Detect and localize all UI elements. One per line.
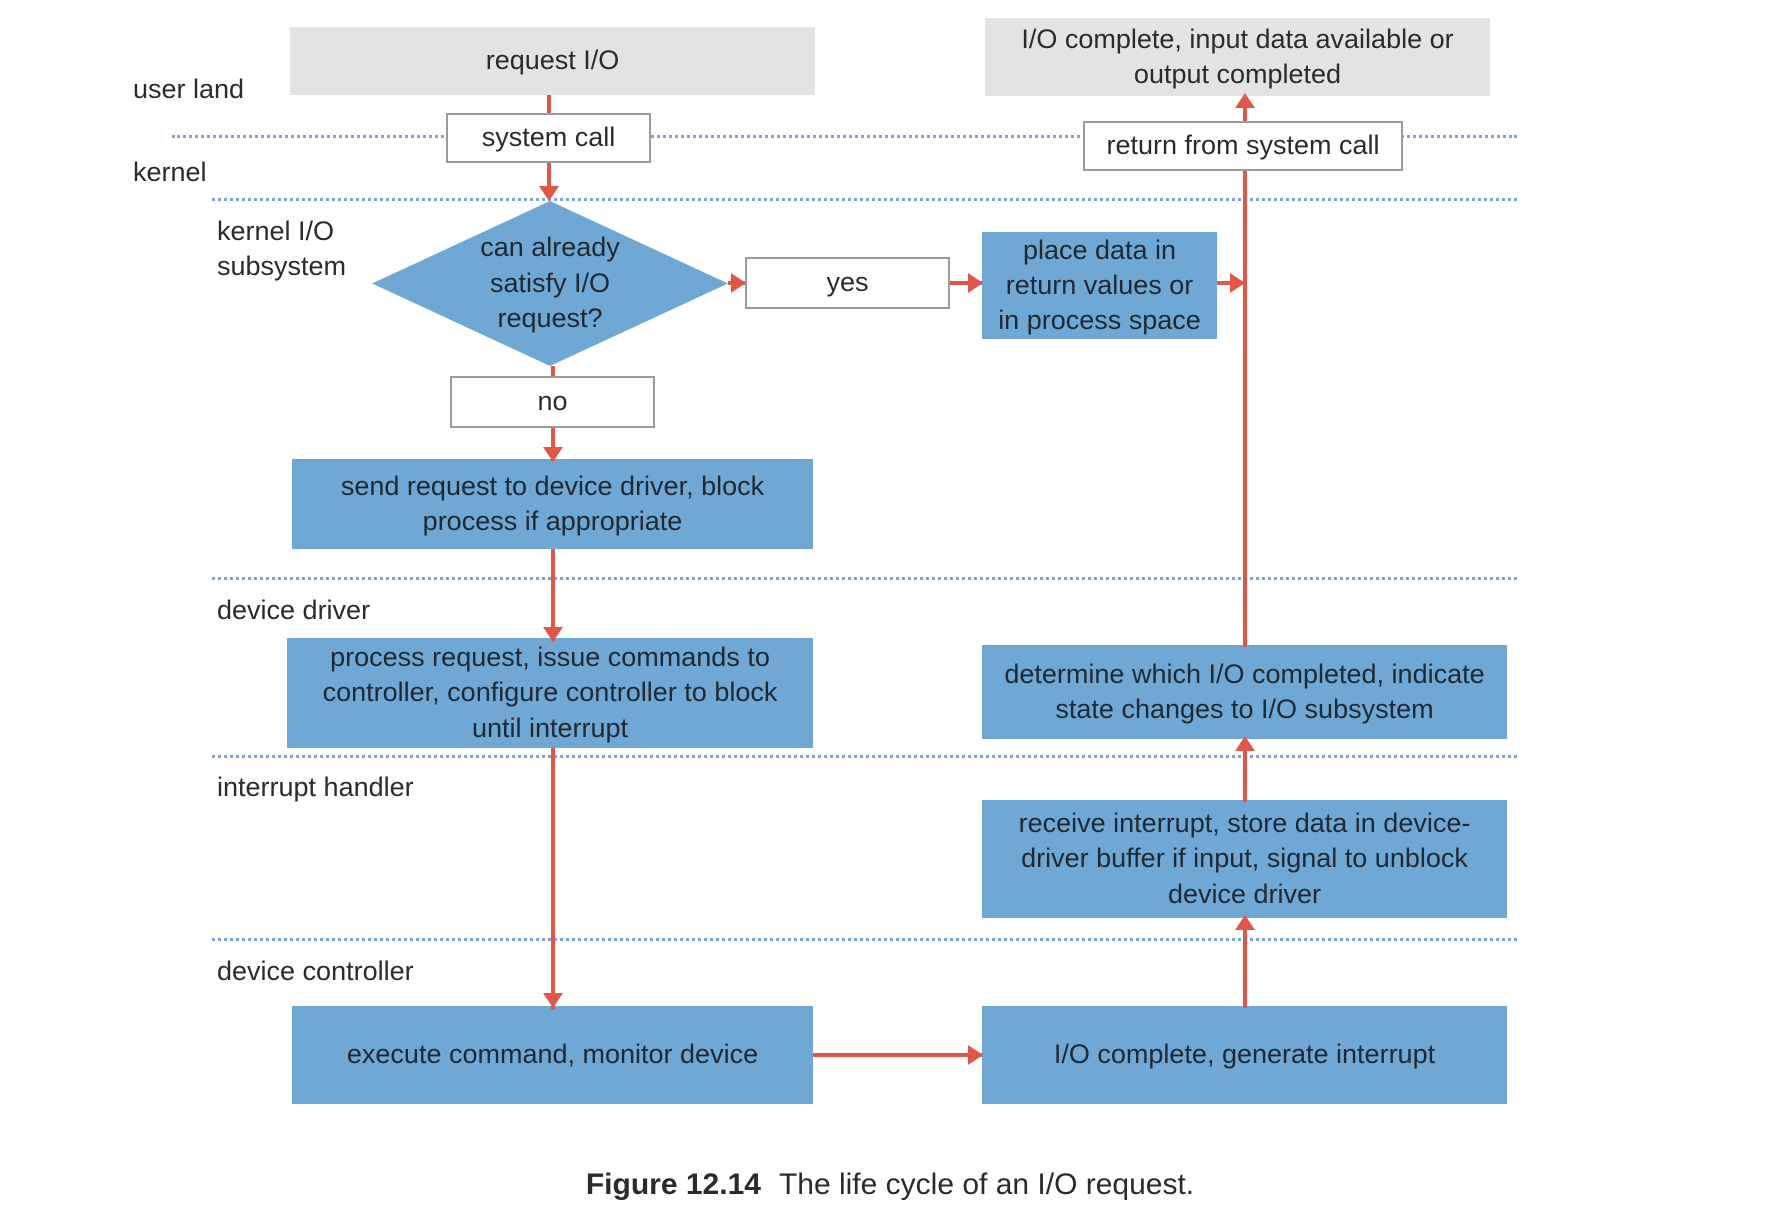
layer-label-device-driver: device driver xyxy=(217,595,371,625)
layer-label-user-land: user land xyxy=(133,74,245,104)
node-receive-interrupt: receive interrupt, store data in device-… xyxy=(982,800,1507,918)
arrow-determine-to-return-spine xyxy=(1243,171,1247,647)
arrowhead-place-data-to-return-spine xyxy=(1230,273,1245,293)
arrow-process-request-to-execute-command xyxy=(551,748,555,1010)
arrow-return-to-io-complete-userland xyxy=(1243,99,1247,123)
arrow-send-request-to-process-request xyxy=(551,549,555,641)
node-no: no xyxy=(450,376,655,428)
arrow-receive-interrupt-to-determine xyxy=(1243,739,1247,802)
arrowhead-send-request-to-process-request xyxy=(543,627,563,642)
figure-caption: Figure 12.14 The life cycle of an I/O req… xyxy=(0,1168,1780,1202)
figure-title: The life cycle of an I/O request. xyxy=(778,1168,1195,1201)
node-io-complete-generate-interrupt: I/O complete, generate interrupt xyxy=(982,1006,1507,1104)
figure-number: Figure 12.14 xyxy=(585,1168,761,1201)
node-place-data: place data in return values or in proces… xyxy=(982,232,1217,339)
arrowhead-receive-interrupt-to-determine xyxy=(1235,736,1255,751)
decision-label: can already satisfy I/O request? xyxy=(480,232,620,334)
arrow-io-complete-to-receive-interrupt xyxy=(1243,918,1247,1008)
layer-label-device-controller: device controller xyxy=(217,956,414,986)
node-determine-io-completed: determine which I/O completed, indicate … xyxy=(982,645,1507,739)
arrowhead-execute-to-io-complete xyxy=(968,1045,983,1065)
arrowhead-io-complete-to-receive-interrupt xyxy=(1235,915,1255,930)
node-decision-can-satisfy-io: can already satisfy I/O request? xyxy=(372,201,728,366)
arrowhead-process-request-to-execute-command xyxy=(543,993,563,1008)
layer-label-kernel-io-subsystem: kernel I/O subsystem xyxy=(217,216,347,281)
node-process-request: process request, issue commands to contr… xyxy=(287,638,813,748)
arrowhead-no-to-send-request xyxy=(543,447,563,462)
arrow-decision-to-no xyxy=(551,366,555,378)
node-request-io: request I/O xyxy=(290,27,815,95)
node-return-from-system-call: return from system call xyxy=(1083,121,1403,171)
arrowhead-decision-to-yes xyxy=(731,273,746,293)
node-system-call: system call xyxy=(446,113,651,163)
arrowhead-syscall-to-decision xyxy=(539,186,559,201)
arrow-no-to-send-request xyxy=(551,428,555,461)
separator-interrupt-devctrl xyxy=(212,938,1517,941)
separator-io-devicedriver xyxy=(212,577,1517,580)
separator-driver-interrupt xyxy=(212,755,1517,758)
separator-user-kernel xyxy=(172,135,1517,138)
layer-label-interrupt-handler: interrupt handler xyxy=(217,772,414,802)
arrow-syscall-to-decision xyxy=(547,163,551,189)
separator-kernel-io xyxy=(212,198,1517,201)
node-io-complete-userland: I/O complete, input data available or ou… xyxy=(985,18,1490,96)
node-send-request-to-device-driver: send request to device driver, block pro… xyxy=(292,459,813,549)
node-execute-command: execute command, monitor device xyxy=(292,1006,813,1104)
node-yes: yes xyxy=(745,257,950,309)
arrow-execute-to-io-complete xyxy=(813,1053,982,1057)
layer-label-kernel: kernel xyxy=(133,157,207,187)
arrowhead-yes-to-place-data xyxy=(968,273,983,293)
arrow-request-to-syscall xyxy=(547,95,551,115)
arrow-yes-to-place-data xyxy=(950,281,982,285)
arrowhead-return-to-io-complete-userland xyxy=(1235,93,1255,108)
